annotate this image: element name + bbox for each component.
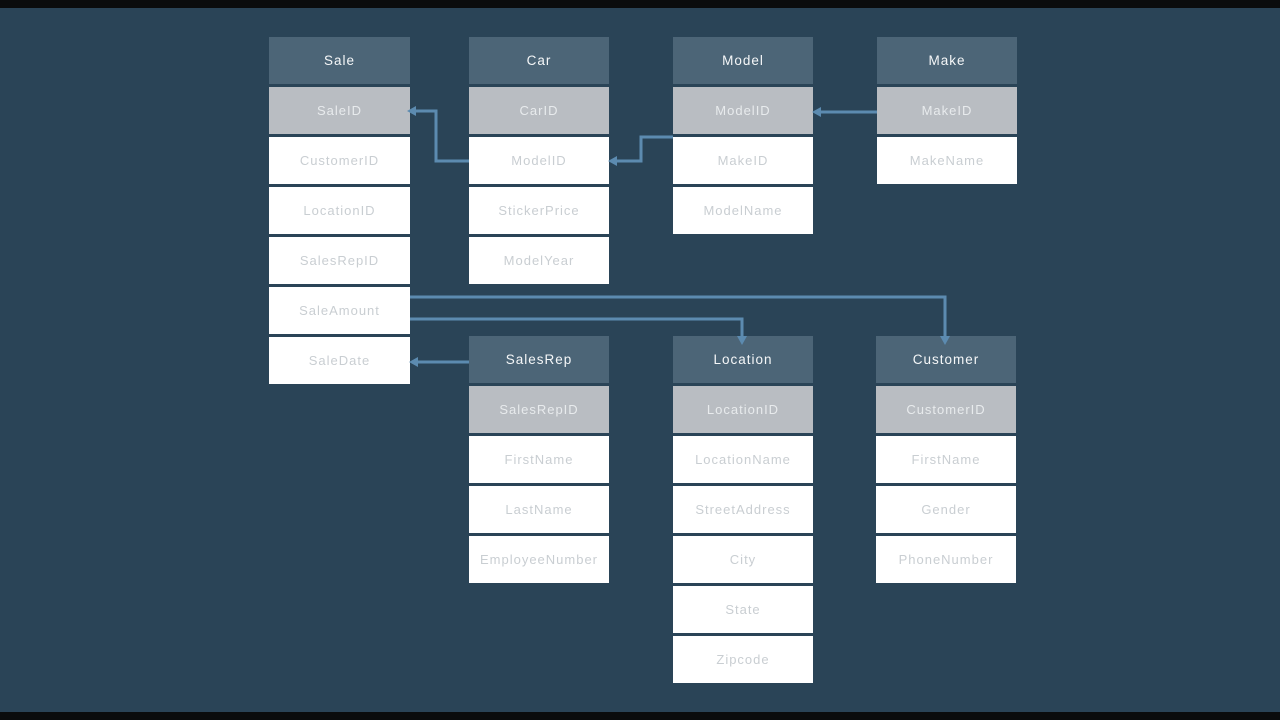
table-sale-field-row: SaleAmount bbox=[269, 287, 410, 334]
table-make-field-row: MakeName bbox=[877, 137, 1017, 184]
table-customer-field-row: PhoneNumber bbox=[876, 536, 1016, 583]
connector-sale-to-customer bbox=[410, 295, 947, 336]
table-location-field-row: City bbox=[673, 536, 813, 583]
table-make-title: Make bbox=[877, 37, 1017, 84]
table-car-primary-key-row: CarID bbox=[469, 87, 609, 134]
table-model-primary-key-row: ModelID bbox=[673, 87, 813, 134]
table-customer-title: Customer bbox=[876, 336, 1016, 383]
connector-model-to-car-modelid bbox=[617, 135, 673, 163]
table-car-field-row: ModelID bbox=[469, 137, 609, 184]
table-model-field-row: MakeID bbox=[673, 137, 813, 184]
table-car-field-row: StickerPrice bbox=[469, 187, 609, 234]
connector-car-modelid-to-sale-saleid bbox=[416, 109, 469, 163]
table-car-field-row: ModelYear bbox=[469, 237, 609, 284]
connector-model-to-car-modelid-arrowhead-icon bbox=[608, 156, 617, 166]
table-sale-primary-key-row: SaleID bbox=[269, 87, 410, 134]
table-customer-field-row: FirstName bbox=[876, 436, 1016, 483]
table-location-primary-key-row: LocationID bbox=[673, 386, 813, 433]
table-sale-title: Sale bbox=[269, 37, 410, 84]
letterbox-top bbox=[0, 0, 1280, 8]
table-location-field-row: LocationName bbox=[673, 436, 813, 483]
table-salesrep-field-row: LastName bbox=[469, 486, 609, 533]
table-sale-field-row: SaleDate bbox=[269, 337, 410, 384]
table-location-field-row: StreetAddress bbox=[673, 486, 813, 533]
table-model-title: Model bbox=[673, 37, 813, 84]
table-make-primary-key-row: MakeID bbox=[877, 87, 1017, 134]
table-sale-field-row: SalesRepID bbox=[269, 237, 410, 284]
table-sale-field-row: CustomerID bbox=[269, 137, 410, 184]
table-location-title: Location bbox=[673, 336, 813, 383]
connector-salesrep-to-sale-arrowhead-icon bbox=[409, 357, 418, 367]
table-model-field-row: ModelName bbox=[673, 187, 813, 234]
table-location-field-row: State bbox=[673, 586, 813, 633]
table-salesrep-field-row: FirstName bbox=[469, 436, 609, 483]
table-salesrep-field-row: EmployeeNumber bbox=[469, 536, 609, 583]
table-customer-field-row: Gender bbox=[876, 486, 1016, 533]
table-customer-primary-key-row: CustomerID bbox=[876, 386, 1016, 433]
connector-sale-to-location bbox=[410, 317, 744, 336]
table-salesrep-title: SalesRep bbox=[469, 336, 609, 383]
table-salesrep-primary-key-row: SalesRepID bbox=[469, 386, 609, 433]
letterbox-bottom bbox=[0, 712, 1280, 720]
table-sale-field-row: LocationID bbox=[269, 187, 410, 234]
connector-make-makeid-to-model-modelid-arrowhead-icon bbox=[812, 107, 821, 117]
table-car-title: Car bbox=[469, 37, 609, 84]
table-location-field-row: Zipcode bbox=[673, 636, 813, 683]
